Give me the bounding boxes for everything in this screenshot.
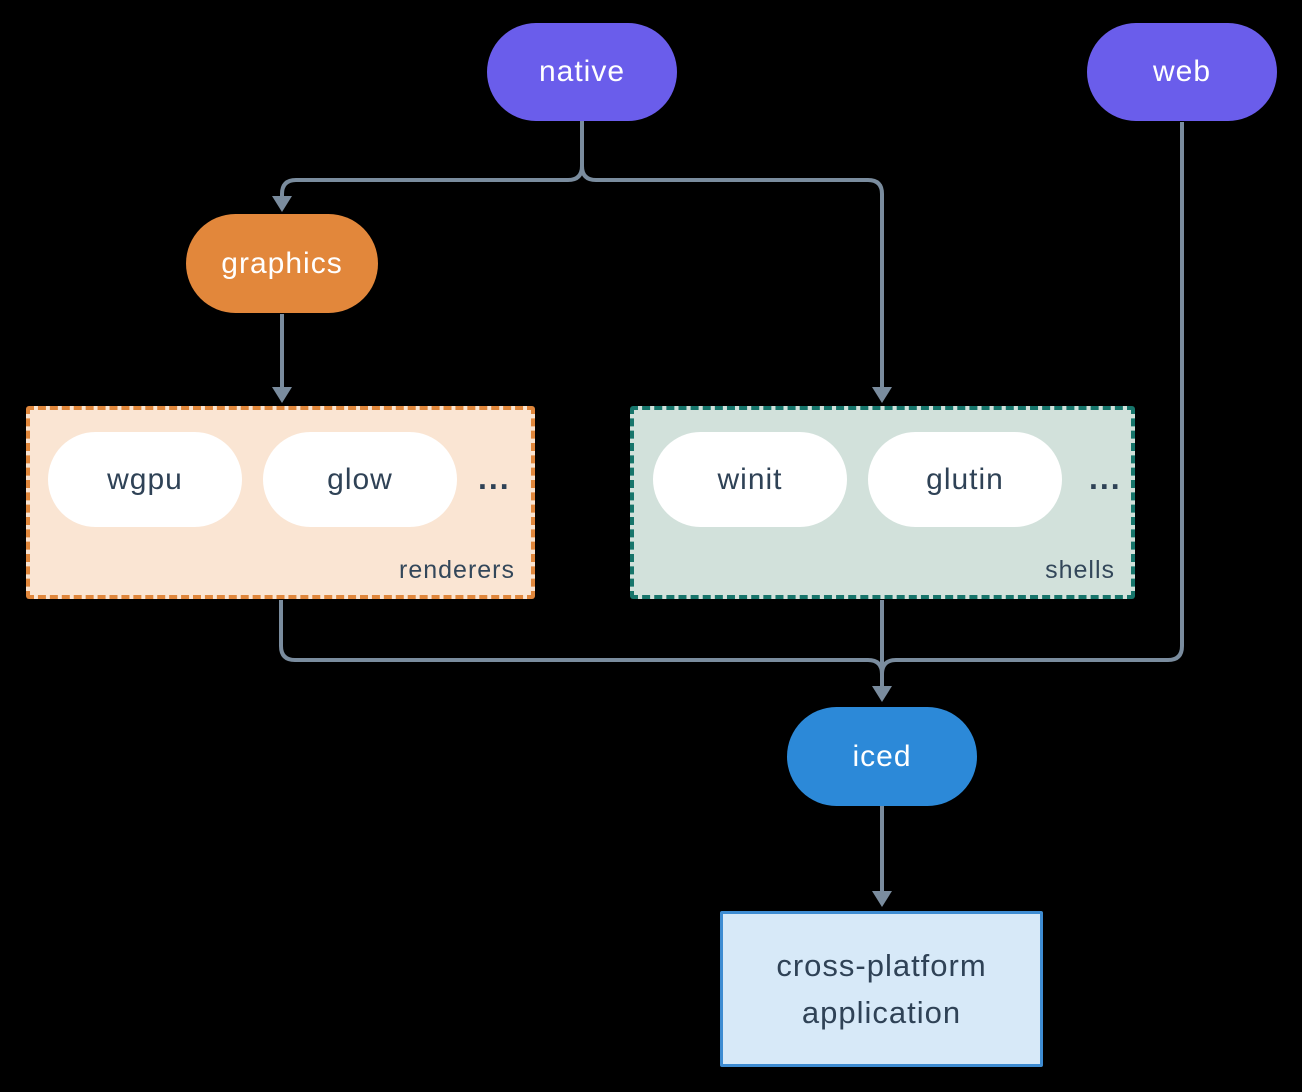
renderers-ellipsis: ...	[478, 460, 511, 496]
arrowhead-graphics	[272, 196, 292, 212]
node-wgpu: wgpu	[48, 432, 242, 527]
arrowhead-renderers	[272, 387, 292, 403]
edge-native-shells	[580, 121, 884, 387]
node-glow: glow	[263, 432, 457, 527]
shells-ellipsis: ...	[1089, 460, 1122, 496]
node-glow-label: glow	[327, 462, 393, 496]
node-web-label: web	[1152, 55, 1212, 88]
edge-native-graphics	[280, 121, 584, 196]
renderers-group-label: renderers	[399, 556, 515, 584]
node-cross-platform-application: cross-platform application	[720, 911, 1043, 1067]
edge-renderers-iced	[279, 600, 884, 675]
arrowhead-application	[872, 891, 892, 907]
arrowhead-shells	[872, 387, 892, 403]
arrowhead-iced	[872, 686, 892, 702]
node-graphics: graphics	[186, 214, 378, 313]
node-web: web	[1087, 23, 1277, 121]
node-iced-label: iced	[852, 739, 912, 773]
node-glutin-label: glutin	[926, 462, 1004, 496]
group-shells: winit glutin ... shells	[630, 406, 1135, 599]
node-winit: winit	[653, 432, 847, 527]
node-winit-label: winit	[717, 462, 783, 496]
shells-group-label: shells	[1045, 556, 1115, 584]
app-box-line1: cross-platform	[776, 948, 987, 983]
node-glutin: glutin	[868, 432, 1062, 527]
node-native: native	[487, 23, 677, 121]
node-graphics-label: graphics	[221, 246, 343, 280]
app-box-line2: application	[801, 995, 962, 1030]
node-iced: iced	[787, 707, 977, 806]
node-wgpu-label: wgpu	[107, 462, 183, 496]
group-renderers: wgpu glow ... renderers	[26, 406, 535, 599]
node-native-label: native	[538, 55, 626, 88]
